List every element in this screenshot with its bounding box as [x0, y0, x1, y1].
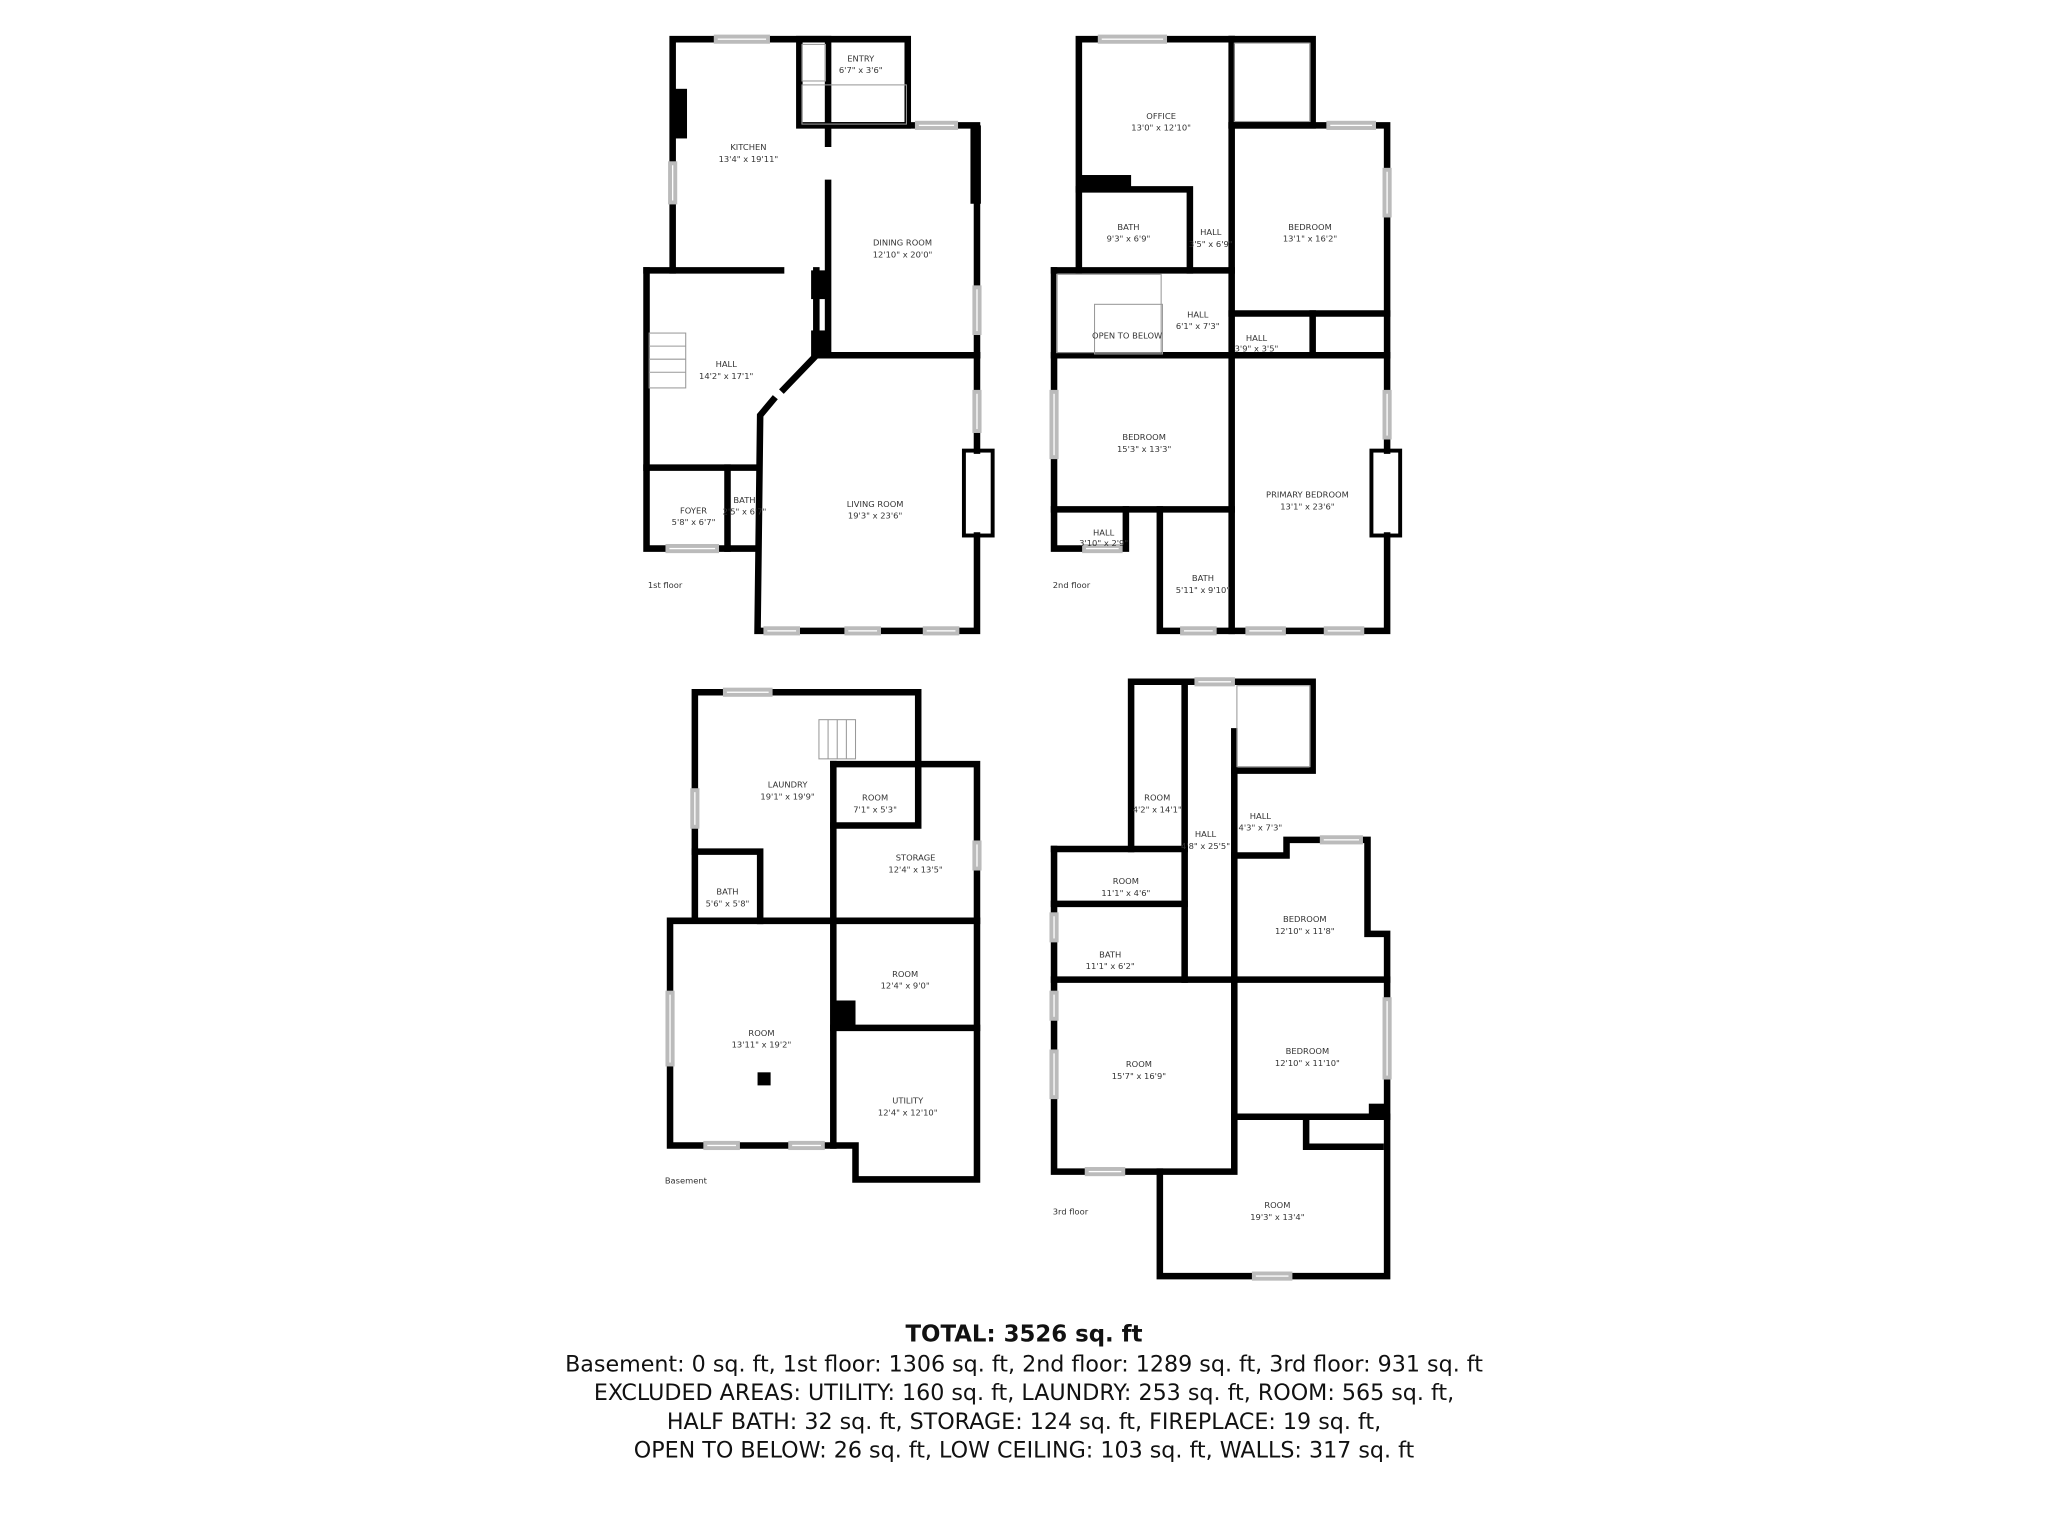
room-size: 5'8" x 6'7" [672, 517, 716, 527]
room-size: 12'4" x 9'0" [881, 981, 930, 991]
room-name: ROOM [862, 793, 888, 803]
room-size: 5'6" x 5'8" [706, 898, 750, 908]
room-size: 5'11" x 9'10" [1176, 585, 1231, 595]
room-size: 4'8" x 25'5" [1181, 841, 1230, 851]
room-name: ROOM [1113, 876, 1139, 886]
room-size: 12'4" x 13'5" [888, 864, 943, 874]
room-size: 6'7" x 3'6" [839, 65, 883, 75]
first-floor-windows [665, 34, 982, 636]
room-name: ENTRY [847, 53, 875, 63]
room-size: 9'3" x 6'9" [1107, 234, 1151, 244]
floor-label: 2nd floor [1053, 580, 1091, 590]
second-floor-windows [1049, 34, 1392, 636]
room-name: OPEN TO BELOW [1092, 330, 1162, 340]
room-name: UTILITY [892, 1096, 924, 1106]
area-summary: TOTAL: 3526 sq. ft Basement: 0 sq. ft, 1… [565, 1321, 1483, 1463]
room-size: 13'11" x 19'2" [732, 1040, 792, 1050]
room-size: 13'4" x 19'11" [719, 154, 779, 164]
excluded-areas-3: OPEN TO BELOW: 26 sq. ft, LOW CEILING: 1… [634, 1438, 1415, 1464]
floor-label: Basement [665, 1175, 708, 1185]
room-name: OFFICE [1146, 111, 1176, 121]
room-size: 13'1" x 16'2" [1283, 234, 1338, 244]
room-name: BATH [733, 495, 755, 505]
third-floor-walls [1050, 678, 1391, 1280]
room-name: ROOM [748, 1028, 774, 1038]
room-size: 15'3" x 13'3" [1117, 444, 1172, 454]
third-floor-windows [1049, 677, 1392, 1281]
excluded-areas-2: HALF BATH: 32 sq. ft, STORAGE: 124 sq. f… [667, 1409, 1381, 1435]
room-name: HALL [1250, 811, 1272, 821]
room-size: 3'9" x 3'5" [1235, 343, 1279, 353]
excluded-areas-1: EXCLUDED AREAS: UTILITY: 160 sq. ft, LAU… [594, 1380, 1454, 1406]
room-name: ROOM [1126, 1059, 1152, 1069]
room-size: 12'4" x 12'10" [878, 1107, 938, 1117]
room-size: 19'3" x 13'4" [1250, 1212, 1305, 1222]
room-name: PRIMARY BEDROOM [1266, 490, 1349, 500]
room-size: 3'5" x 6'9" [1189, 239, 1233, 249]
room-name: BATH [1099, 949, 1121, 959]
room-name: FOYER [680, 505, 707, 515]
second-floor-labels: OFFICE 13'0" x 12'10" BATH 9'3" x 6'9" H… [1053, 111, 1349, 595]
room-name: BATH [1192, 573, 1214, 583]
room-size: 12'10" x 20'0" [873, 249, 933, 259]
room-name: KITCHEN [730, 142, 766, 152]
basement-plan: LAUNDRY 19'1" x 19'9" ROOM 7'1" x 5'3" S… [665, 687, 982, 1186]
first-floor-plan: ENTRY 6'7" x 3'6" KITCHEN 13'4" x 19'11"… [643, 34, 995, 636]
room-name: BATH [1117, 222, 1139, 232]
floor-areas: Basement: 0 sq. ft, 1st floor: 1306 sq. … [565, 1351, 1483, 1377]
third-floor-labels: ROOM 4'2" x 14'1" HALL 4'8" x 25'5" HALL… [1053, 793, 1340, 1222]
room-size: 12'10" x 11'8" [1275, 926, 1335, 936]
third-floor-stairs [1236, 685, 1311, 768]
room-name: STORAGE [896, 853, 936, 863]
room-name: HALL [1246, 333, 1268, 343]
room-name: BATH [716, 887, 738, 897]
first-floor-stairs [648, 43, 907, 389]
room-name: HALL [1195, 829, 1217, 839]
room-name: BEDROOM [1286, 1046, 1330, 1056]
first-floor-walls [643, 35, 995, 635]
room-size: 2'5" x 6'7" [723, 507, 767, 517]
room-size: 4'2" x 14'1" [1133, 804, 1182, 814]
room-name: ROOM [1144, 793, 1170, 803]
room-name: HALL [1093, 528, 1115, 538]
room-size: 6'1" x 7'3" [1176, 321, 1220, 331]
room-name: ROOM [892, 969, 918, 979]
room-size: 7'1" x 5'3" [853, 804, 897, 814]
room-name: DINING ROOM [873, 238, 932, 248]
room-size: 14'2" x 17'1" [699, 371, 754, 381]
basement-stairs [818, 719, 857, 760]
room-name: LAUNDRY [768, 780, 809, 790]
room-size: 15'7" x 16'9" [1112, 1071, 1167, 1081]
total-area: TOTAL: 3526 sq. ft [905, 1321, 1142, 1347]
second-floor-stairs [1056, 42, 1311, 355]
room-size: 19'3" x 23'6" [848, 511, 903, 521]
floor-label: 1st floor [648, 580, 683, 590]
room-name: BEDROOM [1288, 222, 1332, 232]
room-size: 12'10" x 11'10" [1275, 1058, 1340, 1068]
basement-windows [665, 687, 982, 1151]
room-size: 3'10" x 2'9" [1079, 538, 1128, 548]
room-size: 11'1" x 4'6" [1101, 888, 1150, 898]
room-name: ROOM [1264, 1200, 1290, 1210]
room-name: BEDROOM [1122, 432, 1166, 442]
room-size: 19'1" x 19'9" [760, 791, 815, 801]
room-name: LIVING ROOM [847, 499, 904, 509]
basement-labels: LAUNDRY 19'1" x 19'9" ROOM 7'1" x 5'3" S… [665, 780, 943, 1186]
room-size: 13'1" x 23'6" [1280, 501, 1335, 511]
room-size: 11'1" x 6'2" [1086, 961, 1135, 971]
room-name: HALL [716, 359, 738, 369]
first-floor-labels: ENTRY 6'7" x 3'6" KITCHEN 13'4" x 19'11"… [648, 53, 933, 589]
room-size: 4'3" x 7'3" [1239, 823, 1283, 833]
room-name: HALL [1200, 227, 1222, 237]
second-floor-plan: OFFICE 13'0" x 12'10" BATH 9'3" x 6'9" H… [1049, 34, 1403, 636]
room-size: 13'0" x 12'10" [1131, 123, 1191, 133]
floor-label: 3rd floor [1053, 1207, 1089, 1217]
basement-walls [666, 688, 981, 1183]
room-name: BEDROOM [1283, 914, 1327, 924]
room-name: HALL [1187, 309, 1209, 319]
third-floor-plan: ROOM 4'2" x 14'1" HALL 4'8" x 25'5" HALL… [1049, 677, 1392, 1281]
